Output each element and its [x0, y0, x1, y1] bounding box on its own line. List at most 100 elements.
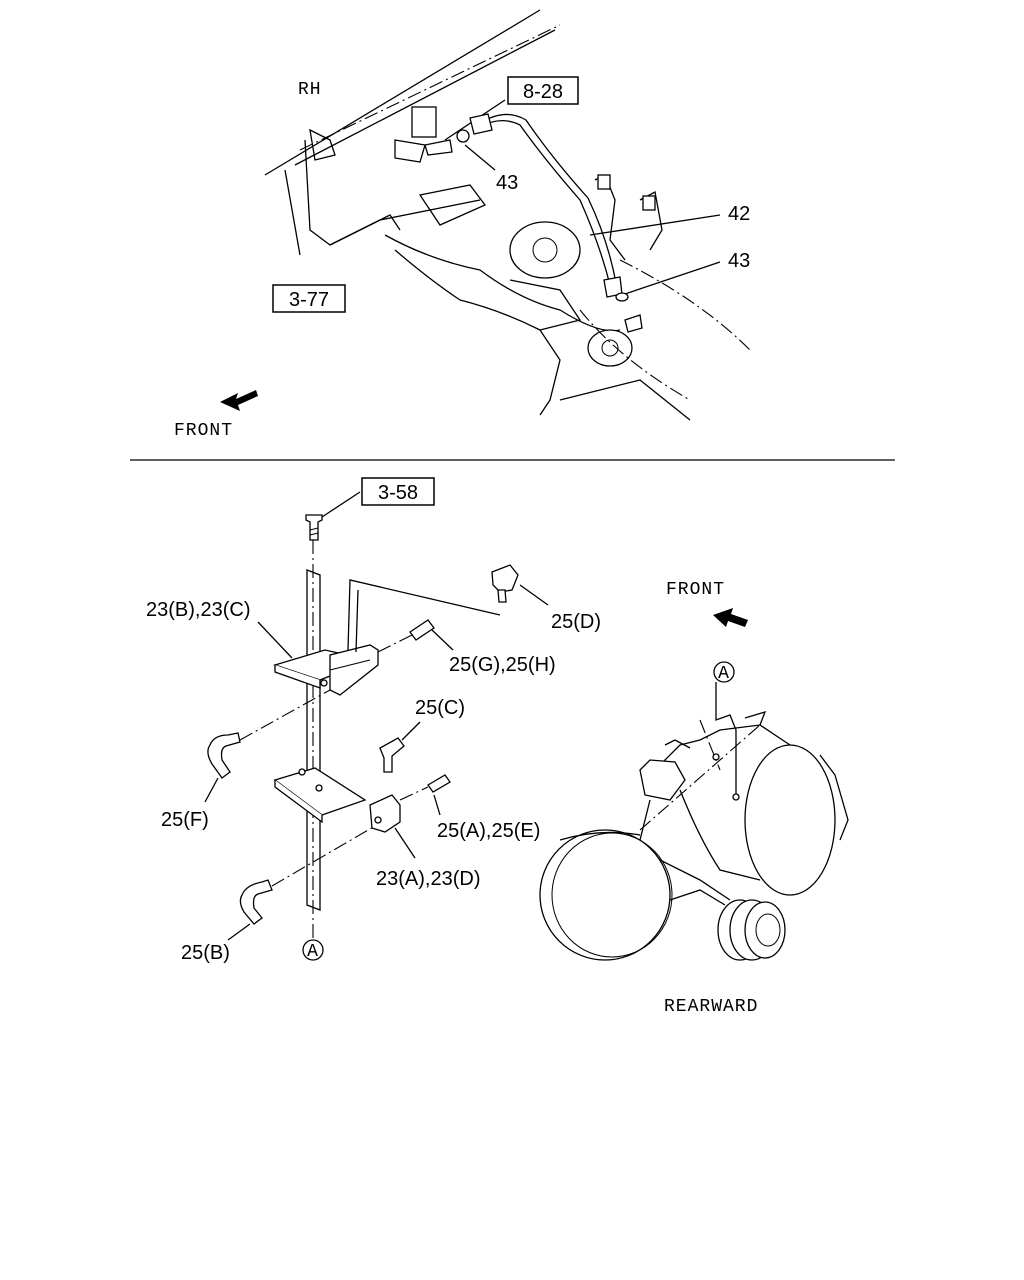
centerline-rear — [639, 724, 761, 831]
frame-rail-edge-2 — [294, 29, 556, 166]
circle-a-right — [713, 661, 735, 683]
pipe-inner-line — [355, 589, 359, 653]
differential-center — [532, 237, 558, 263]
callout-25b: 25(B) — [181, 942, 230, 964]
dash-25f — [239, 689, 331, 741]
dash-25b — [271, 825, 376, 887]
washer-43-upper — [456, 129, 470, 143]
ref-3-77: 3-77 — [289, 289, 329, 311]
rh-label: RH — [298, 80, 322, 100]
leader-23ad — [394, 827, 416, 859]
differential-cover — [509, 221, 581, 279]
rearward-label: REARWARD — [664, 997, 758, 1017]
lower-bolt-hole-2 — [315, 784, 323, 792]
brake-cylinder — [587, 329, 633, 367]
elbow-25d — [491, 564, 519, 593]
differential-edge — [819, 754, 849, 841]
bracket-bolt-b — [642, 195, 656, 211]
lower-block-port — [374, 816, 382, 824]
ref-box-3-58 — [361, 477, 435, 506]
valve-nipple — [424, 139, 453, 156]
housing-lower-edge — [559, 379, 691, 421]
bolt-thread-1 — [309, 527, 319, 531]
brake-cylinder-bore — [601, 339, 619, 357]
bottom-right-view: FRONT A REARWARD — [539, 580, 849, 1017]
circle-a-left — [302, 939, 324, 961]
upper-bracket-edge — [274, 665, 321, 689]
upper-block-line — [329, 659, 371, 671]
lower-block-23ad — [369, 794, 401, 833]
leader-25gh — [431, 629, 454, 651]
valve-fitting — [394, 139, 426, 163]
bolt-thread-2 — [309, 532, 319, 536]
differential-mount — [509, 279, 582, 331]
axle-housing-lower — [394, 249, 541, 331]
shaft-neck — [669, 889, 726, 906]
lower-bolt-hole-1 — [298, 768, 306, 776]
boot-center — [755, 913, 781, 947]
axle-bracket-hole-2 — [732, 793, 740, 801]
housing-left-flange — [639, 759, 686, 801]
centerline-bracket — [699, 719, 721, 771]
ref-box-3-77 — [272, 284, 346, 313]
leader-25f — [204, 777, 219, 803]
washer-43-lower — [615, 292, 629, 302]
centerline-1 — [619, 259, 751, 351]
leader-25b — [227, 923, 251, 941]
front-label-bottom: FRONT — [666, 580, 725, 600]
elbow-25b — [239, 879, 273, 925]
callout-43-lower: 43 — [728, 250, 750, 272]
cylinder-fitting — [624, 314, 643, 333]
elbow-25d-nipple — [497, 589, 507, 603]
hose-end-fitting-upper — [469, 113, 493, 135]
nipple-25ae — [427, 774, 451, 793]
leader-3-58 — [321, 491, 361, 518]
callout-25c: 25(C) — [415, 697, 465, 719]
ref-8-28: 8-28 — [523, 81, 563, 103]
valve-body — [411, 106, 437, 138]
dash-25ae — [399, 786, 429, 801]
circle-a-left-label: A — [307, 942, 319, 962]
elbow-25f — [207, 732, 241, 779]
callout-23ad: 23(A),23(D) — [376, 868, 480, 890]
front-label-top: FRONT — [174, 421, 233, 441]
upper-bolt-hole — [320, 679, 328, 687]
dash-25gh — [377, 634, 413, 653]
top-view: RH 8-28 43 42 43 3-77 FRONT — [174, 9, 751, 441]
hose-42-outer — [477, 120, 611, 286]
boot-flange — [744, 901, 786, 959]
leader-42 — [589, 214, 721, 236]
housing-stub — [664, 739, 691, 749]
leader-25c — [401, 721, 421, 741]
differential-housing — [744, 744, 836, 896]
leader-23bc — [257, 621, 293, 659]
callout-23bc: 23(B),23(C) — [146, 599, 250, 621]
front-arrow-icon — [220, 390, 258, 411]
callout-25f: 25(F) — [161, 809, 209, 831]
brake-drum-large — [539, 829, 671, 961]
hose-42-inner — [481, 113, 617, 284]
leader-25ae — [433, 794, 441, 816]
housing-drop — [539, 329, 561, 416]
callout-43-upper: 43 — [496, 172, 518, 194]
nipple-25gh — [409, 619, 435, 641]
ref-3-58: 3-58 — [378, 482, 418, 504]
bracket-bolt-a — [597, 174, 611, 190]
axle-housing-upper — [384, 234, 621, 332]
bolt-3-58 — [305, 514, 323, 541]
leader-43-upper — [464, 144, 496, 171]
brake-drum-ridge — [559, 831, 641, 841]
elbow-25c — [379, 737, 405, 773]
leader-25d — [519, 584, 549, 606]
centerline-2 — [579, 309, 691, 401]
ref-box-8-28 — [507, 76, 579, 105]
bracket-plate — [304, 139, 401, 246]
frame-rail-end — [309, 128, 336, 161]
callout-25gh: 25(G),25(H) — [449, 654, 556, 676]
frame-rail-centerline — [299, 24, 561, 151]
housing-lower-contour — [679, 789, 761, 881]
axle-block — [418, 184, 487, 226]
front-arrow-icon-bottom — [713, 608, 748, 627]
callout-25ae: 25(A),25(E) — [437, 820, 540, 842]
